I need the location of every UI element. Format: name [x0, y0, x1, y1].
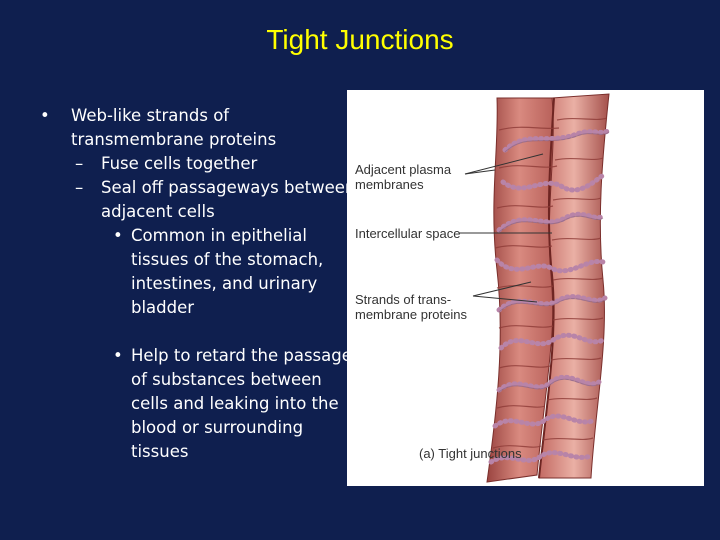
bullet-line: blood or surrounding — [131, 418, 304, 437]
bullet-retard-passage: • Help to retard the passage of substanc… — [30, 344, 360, 464]
protein-strands — [488, 127, 612, 465]
bullet-marker: • — [40, 106, 50, 125]
bullet-marker: • — [113, 346, 123, 365]
label-line: Adjacent plasma — [355, 162, 452, 177]
bullet-fuse-cells: – Fuse cells together — [30, 152, 360, 176]
bullet-line: tissues — [131, 442, 189, 461]
bullet-line: of substances between — [131, 370, 322, 389]
leader-lines — [459, 153, 552, 303]
bullet-line: transmembrane proteins — [71, 130, 277, 149]
label-strands-of-transmembrane-proteins: Strands of trans- membrane proteins — [355, 292, 467, 322]
bullet-line: adjacent cells — [101, 202, 215, 221]
label-line: membrane proteins — [355, 307, 467, 322]
bullet-line: Seal off passageways between — [101, 178, 356, 197]
figure-caption: (a) Tight junctions — [419, 446, 522, 461]
bullet-common-in-epithelial: • Common in epithelial tissues of the st… — [30, 224, 360, 320]
bullet-marker: • — [113, 226, 123, 245]
membrane-folds — [492, 117, 608, 449]
bullet-seal-passageways: – Seal off passageways between adjacent … — [30, 176, 360, 224]
bullet-line: tissues of the stomach, — [131, 250, 324, 269]
bullet-line: Fuse cells together — [101, 154, 258, 173]
intercellular-gap — [538, 97, 555, 479]
tight-junction-figure: Adjacent plasma membranes Intercellular … — [347, 90, 704, 486]
bullet-marker: – — [75, 178, 84, 197]
label-line: membranes — [355, 177, 424, 192]
label-line: Strands of trans- — [355, 292, 452, 307]
bullet-line: intestines, and urinary — [131, 274, 318, 293]
label-intercellular-space: Intercellular space — [355, 226, 461, 241]
tight-junction-illustration — [459, 93, 612, 483]
label-adjacent-plasma-membranes: Adjacent plasma membranes — [355, 162, 451, 192]
slide-title: Tight Junctions — [266, 24, 454, 55]
bullet-line: Common in epithelial — [131, 226, 307, 245]
protein-strands-shadow — [498, 131, 610, 393]
bullet-line: cells and leaking into the — [131, 394, 339, 413]
bullet-line: Web-like strands of — [71, 106, 230, 125]
bullet-web-like-strands: • Web-like strands of transmembrane prot… — [30, 104, 360, 152]
bullet-line: bladder — [131, 298, 195, 317]
bullet-line: Help to retard the passage — [131, 346, 352, 365]
bullet-marker: – — [75, 154, 84, 173]
bullet-list: • Web-like strands of transmembrane prot… — [30, 104, 360, 464]
